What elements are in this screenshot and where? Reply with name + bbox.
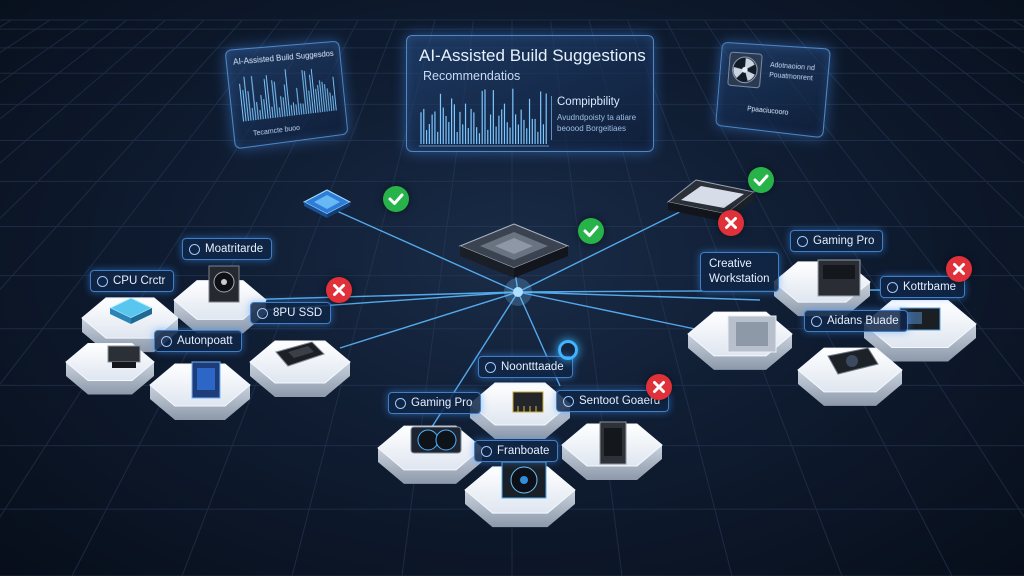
tag-franboate-label: Franboate [497, 441, 549, 461]
gpu-fan-component [408, 424, 464, 458]
info-icon [485, 362, 496, 373]
tag-creative-line-1: Creative [709, 257, 770, 272]
power-supply-component [205, 262, 243, 306]
cooler-component [102, 340, 146, 370]
info-icon [887, 282, 898, 293]
gpu-case-component [188, 360, 224, 400]
info-icon [563, 396, 574, 407]
tag-motherboard-left-label: Moatritarde [205, 239, 263, 259]
info-icon [257, 308, 268, 319]
link-connector-icon[interactable] [558, 340, 578, 360]
tag-creative-workstation[interactable]: Creative Workstation [700, 252, 779, 292]
info-icon [395, 398, 406, 409]
cpu-chip-component [108, 296, 154, 328]
ssd-board-component [272, 340, 326, 370]
motherboard-component-right [822, 346, 882, 380]
tag-gaming-pro-right[interactable]: Gaming Pro [790, 230, 883, 252]
info-icon [161, 336, 172, 347]
tag-gaming-pro-right-label: Gaming Pro [813, 231, 874, 251]
tag-autonport-label: Autonpoatt [177, 331, 233, 351]
cpu-chip-floating [302, 186, 352, 230]
tag-gaming-pro-bottom-label: Gaming Pro [411, 393, 472, 413]
x-icon [718, 210, 744, 236]
x-icon [326, 277, 352, 303]
tag-ssd[interactable]: 8PU SSD [250, 302, 331, 324]
tag-aidans[interactable]: Aidans Buade [804, 310, 908, 332]
tag-franboate[interactable]: Franboate [474, 440, 558, 462]
x-icon [946, 256, 972, 282]
tag-cpu[interactable]: CPU Crctr [90, 270, 174, 292]
central-processor-chip [458, 222, 570, 284]
info-icon [481, 446, 492, 457]
workstation-cooler-component [724, 312, 780, 358]
tag-cpu-label: CPU Crctr [113, 271, 165, 291]
tag-motherboard-left[interactable]: Moatritarde [182, 238, 272, 260]
cooling-unit-component [498, 458, 550, 502]
tag-noontt-label: Noontttaade [501, 357, 564, 377]
tag-creative-line-2: Workstation [709, 272, 770, 287]
tower-case-component [596, 420, 632, 466]
info-icon [797, 236, 808, 247]
info-icon [97, 276, 108, 287]
psu-component-right [814, 256, 864, 300]
tag-autonport[interactable]: Autonpoatt [154, 330, 242, 352]
info-icon [811, 316, 822, 327]
check-icon [578, 218, 604, 244]
tag-gaming-pro-bottom[interactable]: Gaming Pro [388, 392, 481, 414]
info-icon [189, 244, 200, 255]
x-icon [646, 374, 672, 400]
tag-ssd-label: 8PU SSD [273, 303, 322, 323]
memory-module-component [510, 388, 546, 416]
check-icon [383, 186, 409, 212]
check-icon [748, 167, 774, 193]
tag-aidans-label: Aidans Buade [827, 311, 899, 331]
tag-noontt[interactable]: Noontttaade [478, 356, 573, 378]
